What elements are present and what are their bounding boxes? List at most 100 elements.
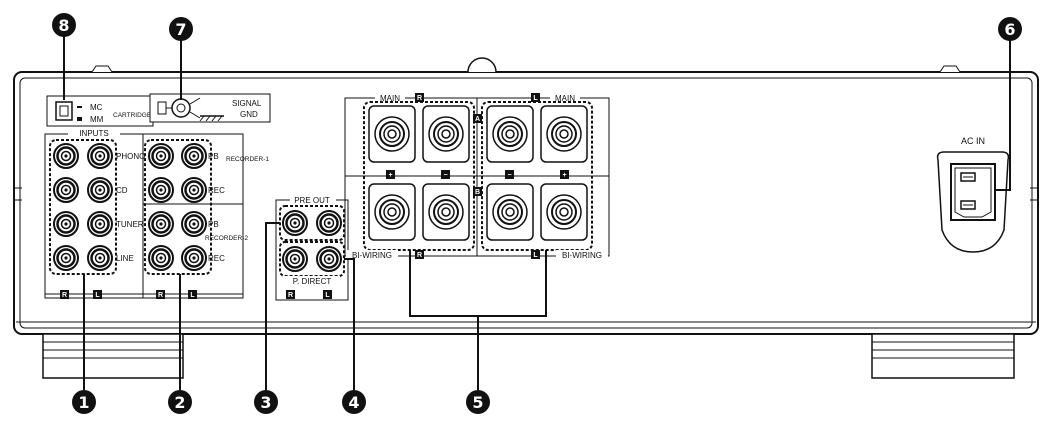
svg-text:A: A	[475, 116, 480, 123]
speaker-b-tag: B	[473, 187, 482, 196]
speaker-post-a-r-plus[interactable]	[368, 105, 416, 163]
line-label: LINE	[116, 254, 134, 263]
leader-3	[265, 222, 280, 390]
svg-text:R: R	[62, 292, 67, 299]
tuner-label: TUNER	[116, 220, 144, 229]
svg-text:4: 4	[348, 393, 359, 412]
cd-label: CD	[116, 186, 128, 195]
callout-7: 7	[169, 17, 193, 41]
speaker-a-tag: A	[473, 114, 482, 123]
svg-text:B: B	[475, 189, 480, 196]
speaker-channel-r-bottom-tag: R	[415, 250, 424, 259]
speaker-terminals-section: MAIN MAIN R L A B + − − + BI-WIRING BI-W…	[344, 92, 610, 260]
speaker-channel-r-top-tag: R	[415, 93, 424, 102]
mm-label: MM	[90, 115, 104, 124]
svg-text:L: L	[95, 292, 100, 299]
rec2-label: REC	[208, 254, 225, 263]
foot-right	[871, 333, 1015, 379]
callout-4: 4	[342, 390, 366, 414]
svg-text:L: L	[533, 252, 538, 259]
svg-text:R: R	[288, 292, 293, 299]
speaker-post-a-l-plus[interactable]	[540, 105, 588, 163]
signal-gnd-terminal: SIGNAL GND	[149, 93, 271, 123]
svg-text:−: −	[507, 172, 511, 179]
mc-marker-icon	[77, 106, 82, 108]
rca-jack-tuner-r[interactable]	[53, 211, 79, 237]
pb1-label: PB	[208, 152, 219, 161]
plus-marker-r-tag: +	[386, 170, 395, 179]
rca-jack-rec2-r[interactable]	[148, 245, 174, 271]
callout-5: 5	[466, 390, 490, 414]
rca-jack-line-r[interactable]	[53, 245, 79, 271]
ac-inlet: AC IN	[936, 136, 1010, 253]
svg-text:6: 6	[1004, 20, 1015, 39]
rca-jack-tuner-l[interactable]	[87, 211, 113, 237]
speaker-post-a-l-minus[interactable]	[486, 105, 534, 163]
rca-jack-phono-r[interactable]	[53, 143, 79, 169]
rec1-label: REC	[208, 186, 225, 195]
rca-jack-cd-l[interactable]	[87, 177, 113, 203]
rca-jack-pre-out-l[interactable]	[316, 210, 342, 236]
svg-text:1: 1	[78, 393, 89, 412]
main-left-label: MAIN	[380, 94, 400, 103]
cartridge-selector: MC MM CARTRIDGE	[46, 95, 154, 127]
callout-8: 8	[52, 13, 76, 37]
rca-jack-pb2-l[interactable]	[181, 211, 207, 237]
plus-marker-l-tag: +	[560, 170, 569, 179]
cartridge-label: CARTRIDGE	[113, 112, 152, 119]
rca-jack-pb1-l[interactable]	[181, 143, 207, 169]
callout-1: 1	[72, 390, 96, 414]
speaker-post-b-l-minus[interactable]	[486, 183, 534, 241]
rca-jack-rec2-l[interactable]	[181, 245, 207, 271]
recorder-highlight	[144, 139, 212, 275]
inputs-channel-l-tag: L	[93, 290, 102, 299]
pre-out-section: PRE OUT P. DIRECT R L	[275, 196, 349, 301]
recorder-channel-l-tag: L	[188, 290, 197, 299]
svg-text:R: R	[158, 292, 163, 299]
svg-text:R: R	[417, 252, 422, 259]
mm-marker-icon	[77, 117, 82, 121]
recorder2-label: RECORDER-2	[205, 235, 248, 242]
rca-jack-cd-r[interactable]	[53, 177, 79, 203]
inputs-channel-r-tag: R	[60, 290, 69, 299]
svg-text:−: −	[443, 172, 447, 179]
leader-4	[344, 258, 355, 390]
speaker-post-b-r-plus[interactable]	[368, 183, 416, 241]
foot-left	[42, 333, 184, 379]
svg-text:3: 3	[260, 393, 271, 412]
svg-text:+: +	[562, 172, 566, 179]
rca-jack-p-direct-r[interactable]	[282, 246, 308, 272]
rca-jack-pb2-r[interactable]	[148, 211, 174, 237]
rca-jack-pb1-r[interactable]	[148, 143, 174, 169]
svg-text:5: 5	[472, 393, 483, 412]
minus-marker-l-tag: −	[505, 170, 514, 179]
recorder-channel-r-tag: R	[156, 290, 165, 299]
svg-text:2: 2	[174, 393, 185, 412]
gnd-label: GND	[240, 110, 258, 119]
speaker-post-a-r-minus[interactable]	[422, 105, 470, 163]
mc-label: MC	[90, 103, 103, 112]
speaker-post-b-l-plus[interactable]	[540, 183, 588, 241]
leader-6	[995, 40, 1011, 191]
speaker-channel-l-bottom-tag: L	[531, 250, 540, 259]
svg-text:+: +	[388, 172, 392, 179]
callout-6: 6	[998, 17, 1022, 41]
rca-jack-p-direct-l[interactable]	[316, 246, 342, 272]
p-direct-label: P. DIRECT	[293, 277, 332, 286]
rca-jack-line-l[interactable]	[87, 245, 113, 271]
rca-jack-pre-out-r[interactable]	[282, 210, 308, 236]
svg-text:L: L	[533, 95, 538, 102]
rca-jack-rec1-l[interactable]	[181, 177, 207, 203]
rca-jack-phono-l[interactable]	[87, 143, 113, 169]
rca-jack-rec1-r[interactable]	[148, 177, 174, 203]
callout-3: 3	[254, 390, 278, 414]
inputs-section: INPUTS PHONO CD TUNER LINE R L	[44, 128, 145, 299]
main-right-label: MAIN	[555, 94, 575, 103]
svg-text:7: 7	[175, 20, 186, 39]
svg-text:8: 8	[58, 16, 69, 35]
inputs-label: INPUTS	[79, 129, 108, 138]
ground-symbol-icon	[199, 115, 224, 122]
speaker-post-b-r-minus[interactable]	[422, 183, 470, 241]
